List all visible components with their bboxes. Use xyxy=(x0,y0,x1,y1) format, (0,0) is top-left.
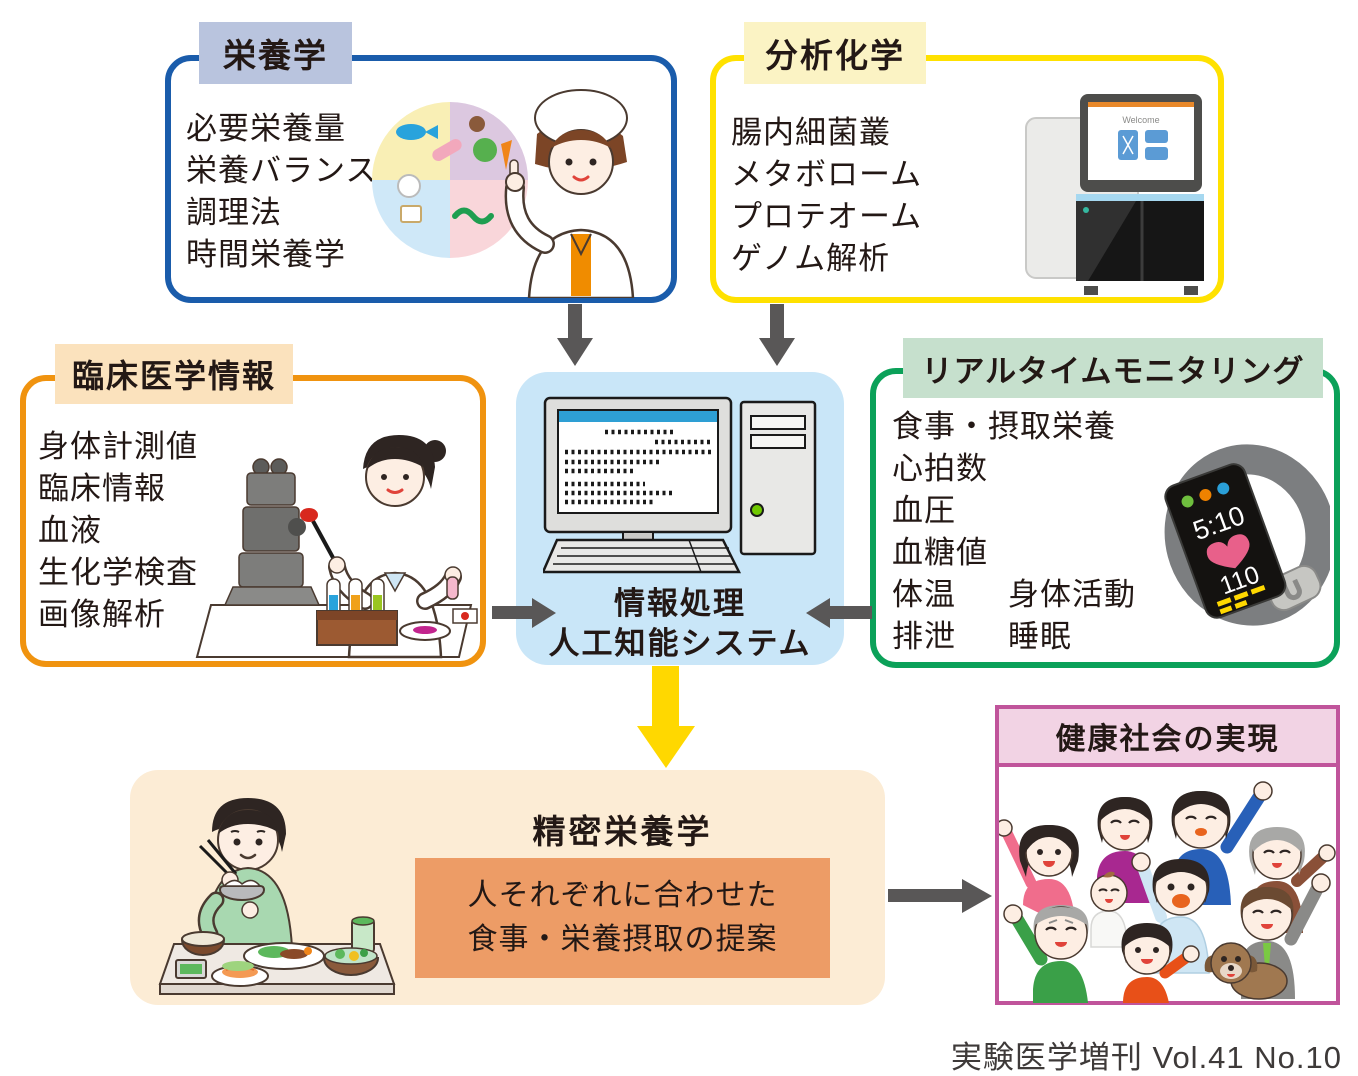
monitoring-items: 食事・摂取栄養 心拍数 血圧 血糖値 体温身体活動 排泄睡眠 xyxy=(892,406,1136,658)
family-baby-icon xyxy=(1090,871,1128,948)
nutritionist-person-icon xyxy=(504,89,635,298)
clinical-label: 臨床医学情報 xyxy=(55,344,293,404)
clinical-items: 身体計測値 臨床情報 血液 生化学検査 画像解析 xyxy=(38,426,198,636)
boy-person-icon xyxy=(197,798,294,949)
healthy-society-label: 健康社会の実現 xyxy=(999,709,1336,767)
ai-title-line2: 人工知能システム xyxy=(548,626,812,661)
precision-proposal: 人それぞれに合わせた 食事・栄養摂取の提案 xyxy=(415,858,830,978)
watch-screen-icon: 5:10 110 xyxy=(1164,463,1287,619)
boy-eating-illustration xyxy=(158,798,396,995)
petri-dish-icon xyxy=(399,621,451,641)
proposal-line: 食事・栄養摂取の提案 xyxy=(467,923,778,956)
citation-text: 実験医学増刊 Vol.41 No.10 xyxy=(950,1040,1342,1075)
smartwatch-illustration: 5:10 110 xyxy=(1164,444,1330,626)
list-item: 排泄睡眠 xyxy=(892,619,1072,654)
list-item: 体温身体活動 xyxy=(892,577,1136,612)
list-item: 栄養バランス xyxy=(186,153,378,188)
microscope-icon xyxy=(223,458,321,606)
family-dog-icon xyxy=(1204,942,1288,1000)
list-item: 身体計測値 xyxy=(38,429,198,464)
list-item: ゲノム解析 xyxy=(731,241,891,276)
list-item: プロテオーム xyxy=(731,199,923,234)
analytical-label: 分析化学 xyxy=(744,22,926,84)
analytical-items: 腸内細菌叢 メタボローム プロテオーム ゲノム解析 xyxy=(731,112,922,280)
test-tube-rack-icon xyxy=(316,578,398,646)
list-item: 腸内細菌叢 xyxy=(731,115,891,150)
sequencer-screen-text: Welcome xyxy=(1122,115,1159,125)
list-item: 画像解析 xyxy=(38,597,166,632)
list-item: 血液 xyxy=(38,513,102,548)
list-item: 血圧 xyxy=(892,493,956,528)
list-item: 必要栄養量 xyxy=(186,111,346,146)
list-item: 時間栄養学 xyxy=(186,237,346,272)
sequencer-illustration: Welcome xyxy=(1025,94,1204,295)
list-item: 食事・摂取栄養 xyxy=(892,409,1116,444)
family-illustration xyxy=(999,781,1336,1003)
food-balance-wheel-icon xyxy=(372,102,528,258)
meal-tray-icon xyxy=(158,916,396,995)
family-girl-icon xyxy=(1121,923,1200,1003)
lab-technician-illustration xyxy=(195,435,478,659)
nutrition-label: 栄養学 xyxy=(199,22,352,84)
list-item: 心拍数 xyxy=(892,451,988,486)
list-item: 生化学検査 xyxy=(38,555,198,590)
list-item: 臨床情報 xyxy=(38,471,166,506)
precision-title: 精密栄養学 xyxy=(532,813,713,850)
nutritionist-illustration xyxy=(372,89,635,298)
monitoring-label: リアルタイムモニタリング xyxy=(903,338,1323,398)
computer-illustration xyxy=(543,396,817,574)
family-grandpa-icon xyxy=(1003,904,1089,1003)
list-item: 血糖値 xyxy=(892,535,988,570)
nutrition-items: 必要栄養量 栄養バランス 調理法 時間栄養学 xyxy=(186,108,377,276)
list-item: メタボローム xyxy=(731,157,923,192)
proposal-line: 人それぞれに合わせた xyxy=(467,879,778,912)
ai-title-line1: 情報処理 xyxy=(614,586,746,621)
list-item: 調理法 xyxy=(186,195,282,230)
